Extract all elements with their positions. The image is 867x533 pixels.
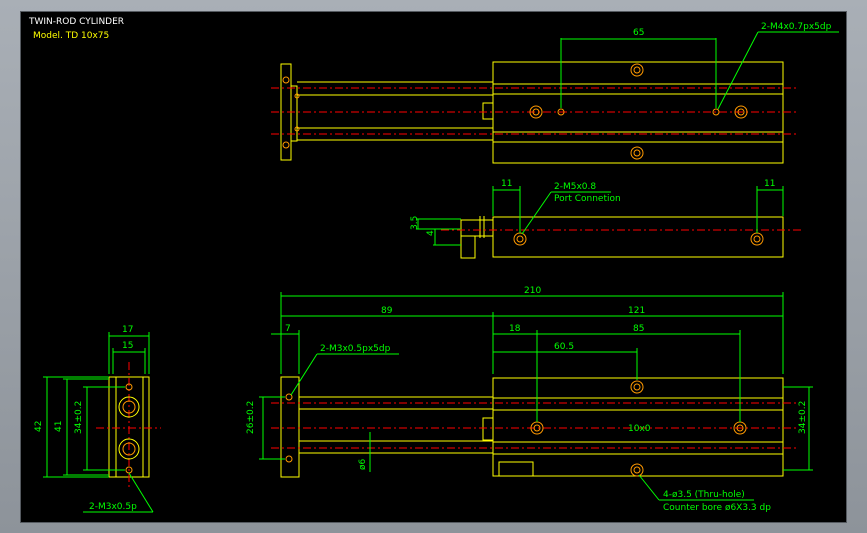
side-dim-right: 11 (764, 179, 775, 189)
port-note: 2-M5x0.8 (554, 182, 596, 192)
dim-phi6: ø6 (358, 458, 368, 470)
drawing-title: TWIN-ROD CYLINDER (28, 17, 124, 27)
front-view: 10x0 210 89 121 7 18 85 60.5 26±0.2 (246, 286, 813, 513)
dim-17: 17 (122, 325, 133, 335)
hole-note: 4-ø3.5 (Thru-hole) (663, 490, 745, 500)
dim-34-end: 34±0.2 (74, 401, 84, 434)
top-view: 65 2-M4x0.7px5dp (271, 22, 839, 164)
end-view: 17 15 42 41 34±0.2 2-M3x0.5p (34, 325, 161, 513)
dim-85: 85 (633, 324, 644, 334)
dim-60-5: 60.5 (554, 342, 574, 352)
nameplate (498, 461, 534, 477)
dim-121: 121 (628, 306, 645, 316)
top-thread-note: 2-M4x0.7px5dp (761, 22, 832, 32)
side-dim-left: 11 (501, 179, 512, 189)
dim-65: 65 (633, 28, 644, 38)
dim-7: 7 (285, 324, 291, 334)
dim-42: 42 (34, 421, 44, 432)
dim-34-right: 34±0.2 (798, 401, 808, 434)
dim-210: 210 (524, 286, 541, 296)
front-thread-note: 2-M3x0.5px5dp (320, 344, 391, 354)
body-label: 10x0 (628, 424, 651, 434)
end-thread-note: 2-M3x0.5p (89, 502, 137, 512)
dim-26: 26±0.2 (246, 401, 256, 434)
dim-15: 15 (122, 341, 133, 351)
cad-viewport[interactable]: TWIN-ROD CYLINDER Model. TD 10x75 65 (20, 11, 847, 523)
drawing-canvas: TWIN-ROD CYLINDER Model. TD 10x75 65 (28, 17, 839, 513)
port-sub: Port Connetion (554, 194, 621, 204)
dim-89: 89 (381, 306, 393, 316)
dim-18: 18 (509, 324, 521, 334)
dim-41: 41 (54, 421, 64, 432)
hole-sub: Counter bore ø6X3.3 dp (663, 503, 771, 513)
model-label: Model. TD 10x75 (33, 31, 109, 41)
dim-3-5: 3.5 (410, 216, 420, 230)
dim-4: 4 (426, 230, 436, 236)
side-view: 11 11 2-M5x0.8 Port Connetion 3.5 4 (410, 179, 801, 259)
